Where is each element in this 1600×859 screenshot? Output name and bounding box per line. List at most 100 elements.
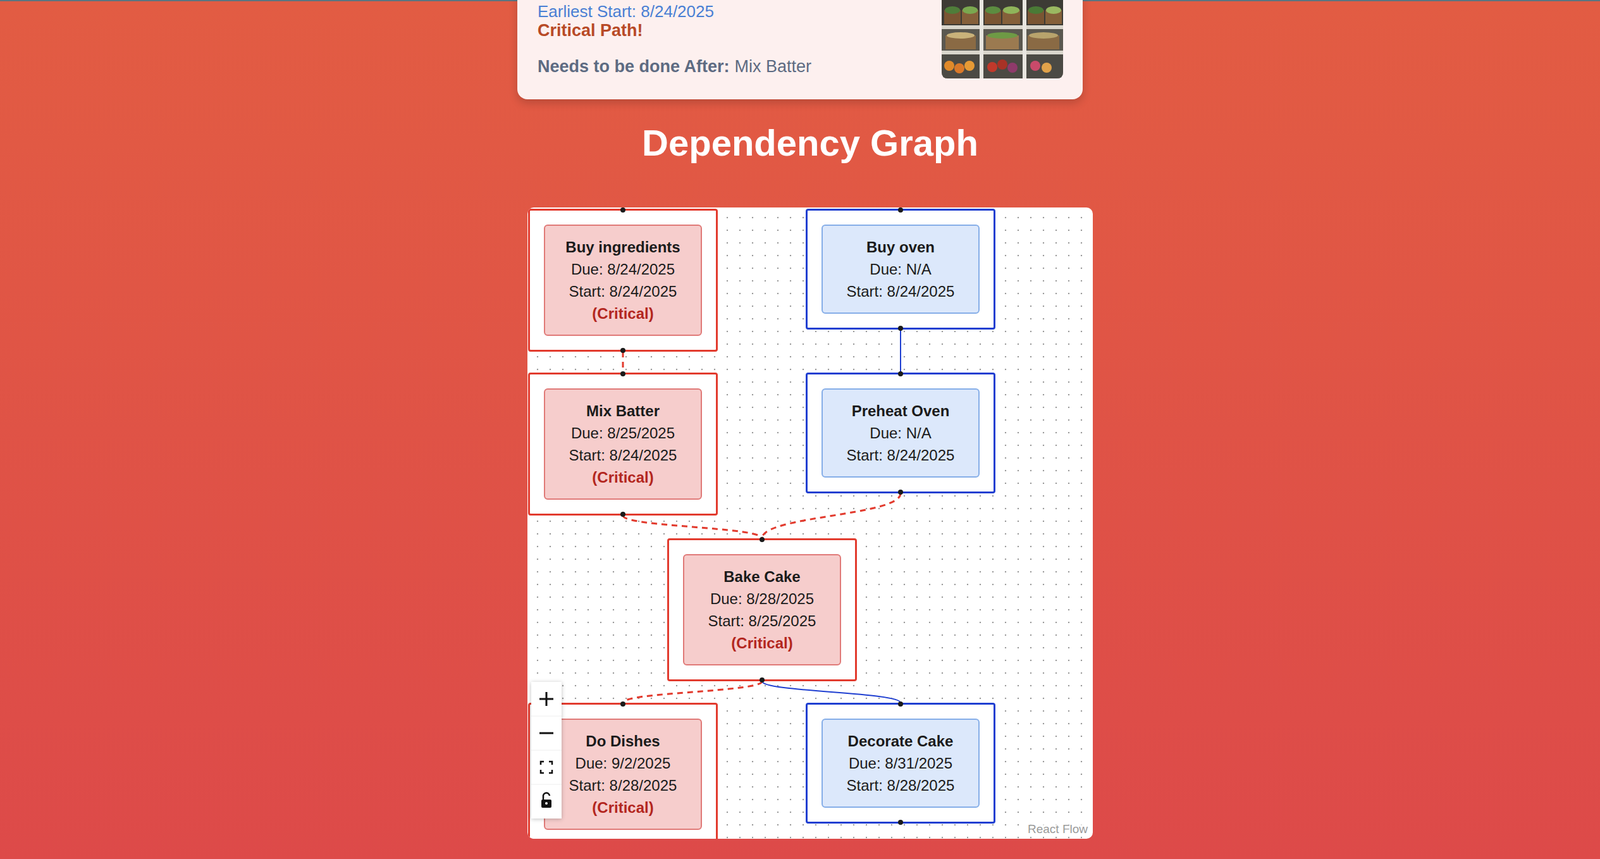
- fit-view-icon: [540, 761, 553, 773]
- task-box: Bake CakeDue: 8/28/2025Start: 8/25/2025(…: [683, 553, 842, 666]
- task-date: Start: 8/24/2025: [830, 280, 971, 303]
- task-box: Preheat OvenDue: N/AStart: 8/24/2025: [821, 388, 980, 478]
- photo-orange: [944, 60, 955, 71]
- photo-greens: [1046, 6, 1062, 14]
- zoom-out-icon: [539, 732, 554, 735]
- produce-photo: [941, 0, 1064, 79]
- task-date: Start: 8/25/2025: [691, 609, 833, 632]
- zoom-in-icon: [539, 691, 554, 706]
- controls-bg: [531, 681, 562, 819]
- dependency-edge: [622, 681, 763, 703]
- photo-greens: [1028, 6, 1044, 14]
- task-title: Mix Batter: [552, 399, 694, 422]
- lock-keyhole: [545, 801, 548, 805]
- photo-greens: [962, 6, 978, 14]
- task-box: Mix BatterDue: 8/25/2025Start: 8/24/2025…: [543, 388, 702, 500]
- task-node: Buy ingredientsDue: 8/24/2025Start: 8/24…: [528, 208, 718, 352]
- photo-fruit: [1041, 62, 1052, 73]
- task-date: Start: 8/28/2025: [830, 774, 971, 797]
- handle-dot: [898, 207, 904, 213]
- critical-tag: (Critical): [552, 466, 694, 489]
- task-node: Buy ovenDue: N/AStart: 8/24/2025: [805, 208, 996, 330]
- dependency-edge: [622, 351, 625, 373]
- task-node: Mix BatterDue: 8/25/2025Start: 8/24/2025…: [528, 372, 718, 516]
- task-date: Start: 8/24/2025: [830, 443, 971, 467]
- task-title: Do Dishes: [552, 729, 694, 752]
- photo-fruit: [1030, 60, 1041, 71]
- photo-orange: [954, 63, 965, 74]
- photo-apple: [987, 61, 998, 73]
- photo-orange: [964, 60, 975, 71]
- lock-body: [541, 799, 552, 808]
- task-title: Buy oven: [830, 235, 971, 259]
- handle-dot: [620, 511, 626, 517]
- dependency-edge: [762, 493, 901, 539]
- task-title: Decorate Cake: [830, 729, 971, 752]
- page-title: Dependency Graph: [527, 120, 1093, 166]
- card-text: Critical Path!: [537, 20, 644, 40]
- photo-shelf: [941, 25, 1064, 30]
- task-date: Due: 8/31/2025: [830, 751, 971, 775]
- task-date: Due: N/A: [830, 421, 971, 444]
- photo-shelf-back: [941, 0, 1064, 26]
- photo-produce: [987, 32, 1018, 39]
- critical-tag: (Critical): [552, 796, 694, 819]
- handle-dot: [898, 371, 904, 377]
- photo-produce: [1028, 32, 1059, 39]
- controls-divider: [531, 784, 562, 785]
- task-date: Due: 9/2/2025: [552, 751, 694, 775]
- handle-dot: [620, 701, 626, 707]
- task-box: Decorate CakeDue: 8/31/2025Start: 8/28/2…: [821, 718, 980, 808]
- task-node: Bake CakeDue: 8/28/2025Start: 8/25/2025(…: [667, 538, 857, 682]
- photo-shelf: [941, 50, 1064, 55]
- task-title: Bake Cake: [691, 565, 833, 588]
- handle-dot: [898, 325, 904, 331]
- task-date: Due: 8/28/2025: [691, 587, 833, 610]
- photo-post: [1022, 0, 1027, 79]
- critical-tag: (Critical): [552, 302, 694, 325]
- task-date: Start: 8/24/2025: [552, 280, 694, 303]
- dependency-edge: [899, 329, 902, 373]
- dependency-edge: [622, 515, 763, 539]
- dependency-edge: [762, 681, 901, 703]
- handle-dot: [620, 207, 626, 213]
- task-date: Start: 8/28/2025: [552, 774, 694, 797]
- handle-dot: [898, 701, 904, 707]
- photo-greens: [985, 6, 1001, 14]
- photo-apple: [997, 59, 1008, 70]
- photo-wall: [941, 0, 1064, 79]
- controls-divider: [531, 750, 562, 751]
- task-box: Buy ovenDue: N/AStart: 8/24/2025: [821, 224, 980, 314]
- handle-dot: [898, 819, 904, 825]
- flow-panel: Buy ingredientsDue: 8/24/2025Start: 8/24…: [527, 207, 1093, 839]
- task-title: Buy ingredients: [552, 235, 694, 259]
- handle-dot: [898, 489, 904, 495]
- task-date: Start: 8/24/2025: [552, 443, 694, 467]
- task-node: Decorate CakeDue: 8/31/2025Start: 8/28/2…: [805, 702, 996, 824]
- card-text: Needs to be done After:: [537, 56, 730, 76]
- photo-content: [941, 0, 1064, 79]
- photo-shelf-back: [941, 29, 1064, 51]
- critical-tag: (Critical): [691, 631, 833, 654]
- photo-post: [979, 0, 984, 79]
- handle-dot: [759, 536, 765, 542]
- task-date: Due: 8/25/2025: [552, 421, 694, 444]
- task-date: Due: N/A: [830, 258, 971, 281]
- card-text: Earliest Start: 8/24/2025: [537, 1, 714, 21]
- task-box: Do DishesDue: 9/2/2025Start: 8/28/2025(C…: [543, 718, 702, 830]
- zoom-controls: [531, 681, 562, 819]
- handle-dot: [759, 677, 765, 683]
- photo-produce: [946, 32, 975, 39]
- photo-plum: [1007, 62, 1018, 73]
- task-node: Preheat OvenDue: N/AStart: 8/24/2025: [805, 372, 996, 494]
- task-box: Buy ingredientsDue: 8/24/2025Start: 8/24…: [543, 224, 702, 336]
- handle-dot: [620, 347, 626, 353]
- task-date: Due: 8/24/2025: [552, 258, 694, 281]
- card-text: Mix Batter: [734, 56, 813, 76]
- photo-greens: [944, 6, 960, 14]
- photo-greens: [1003, 6, 1020, 14]
- controls-divider: [531, 715, 562, 717]
- handle-dot: [620, 371, 626, 377]
- attribution: React Flow: [1025, 822, 1090, 837]
- lock-shackle: [543, 792, 550, 800]
